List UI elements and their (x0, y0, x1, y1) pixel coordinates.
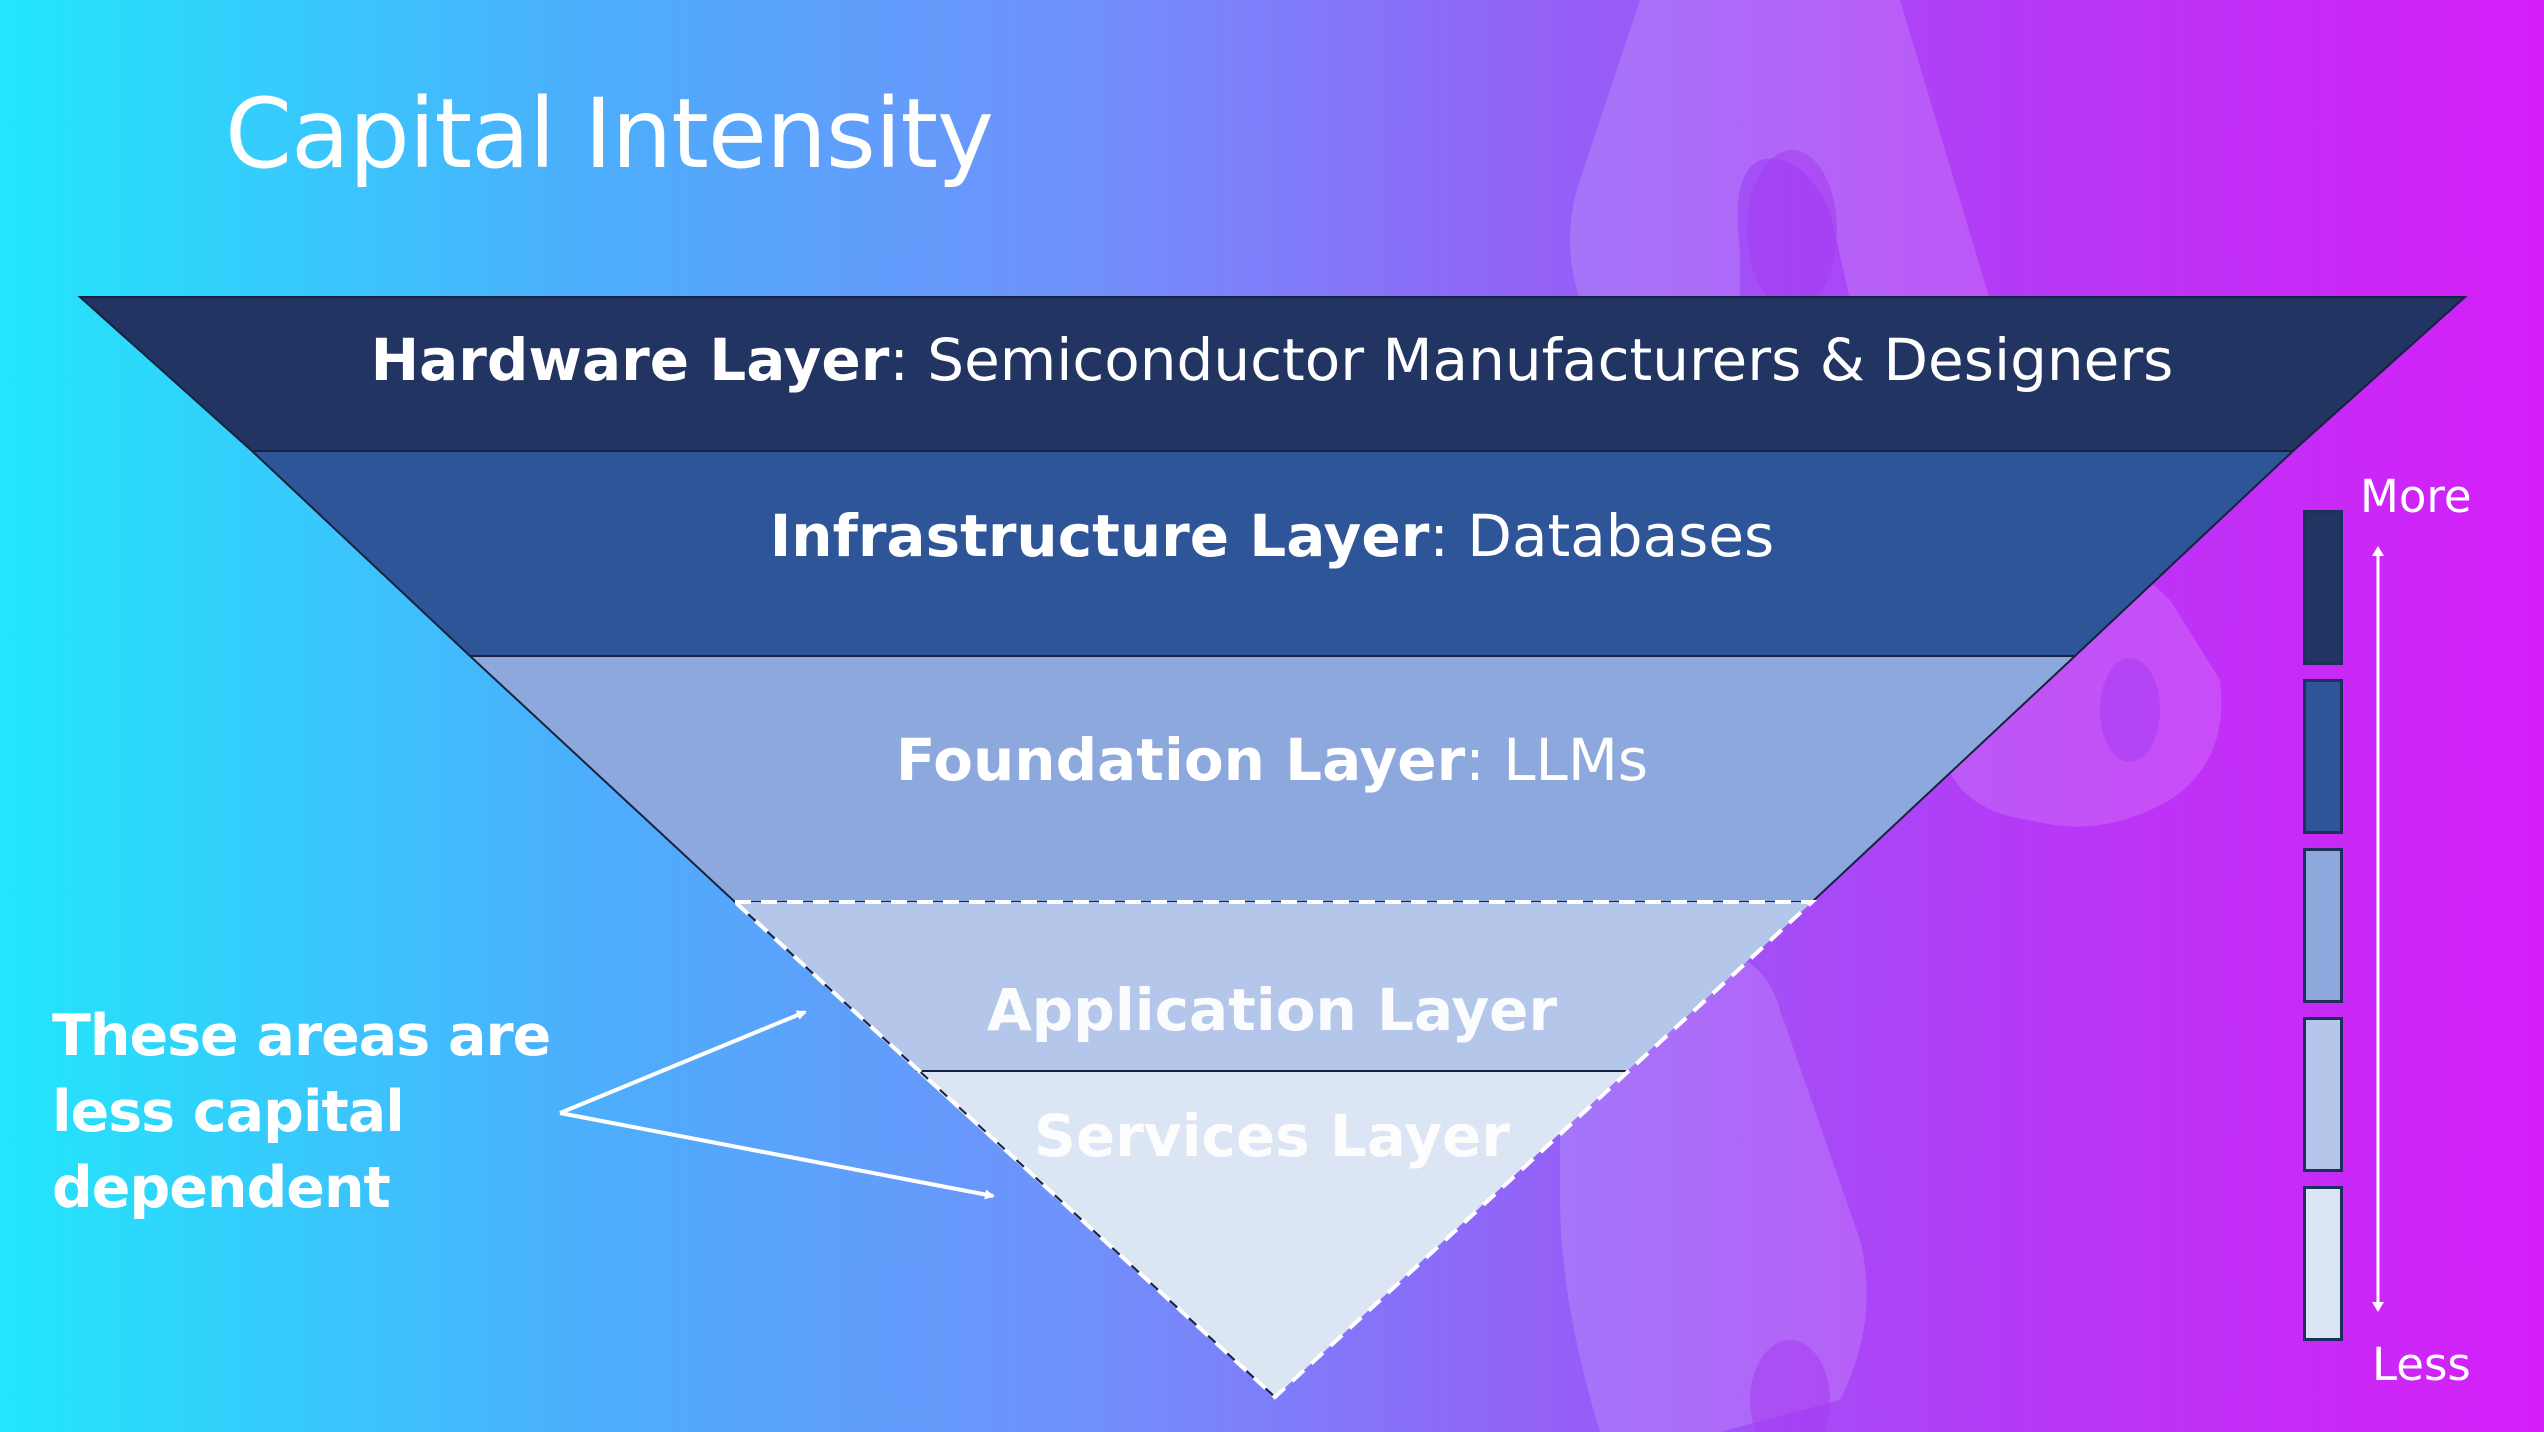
layer-name: Hardware Layer (370, 326, 890, 394)
annotation-text: These areas are less capital dependent (52, 998, 612, 1226)
foundation-layer-label: Foundation Layer: LLMs (0, 726, 2544, 794)
layer-description: LLMs (1484, 726, 1649, 794)
annotation-line: These areas are (52, 1003, 551, 1069)
separator: : (1465, 726, 1485, 794)
application-layer-band (735, 902, 1812, 1071)
layer-name: Infrastructure Layer (769, 502, 1430, 570)
hardware-layer-label: Hardware Layer: Semiconductor Manufactur… (0, 326, 2544, 394)
page-title: Capital Intensity (225, 78, 994, 190)
arrow-to-services (559, 1111, 995, 1200)
scale-box (2303, 1017, 2343, 1172)
layer-description: Semiconductor Manufacturers & Designers (908, 326, 2174, 394)
annotation-line: dependent (52, 1155, 391, 1221)
scale-less-label: Less (2372, 1338, 2471, 1391)
application-layer-label: Application Layer (986, 976, 1558, 1044)
services-layer-band (916, 1071, 1627, 1397)
layer-name: Foundation Layer (895, 726, 1466, 794)
infrastructure-layer-label: Infrastructure Layer: Databases (0, 502, 2544, 570)
scale-box (2303, 510, 2343, 665)
arrow-to-application (559, 1010, 807, 1115)
scale-more-label: More (2360, 470, 2472, 523)
services-layer-label: Services Layer (1034, 1102, 1510, 1170)
separator: : (889, 326, 909, 394)
annotation-line: less capital (52, 1079, 405, 1145)
dashed-outline (733, 900, 1818, 1400)
separator: : (1429, 502, 1449, 570)
scale-box (2303, 1186, 2343, 1341)
layer-description: Databases (1448, 502, 1775, 570)
scale-box (2303, 848, 2343, 1003)
scale-box (2303, 679, 2343, 834)
